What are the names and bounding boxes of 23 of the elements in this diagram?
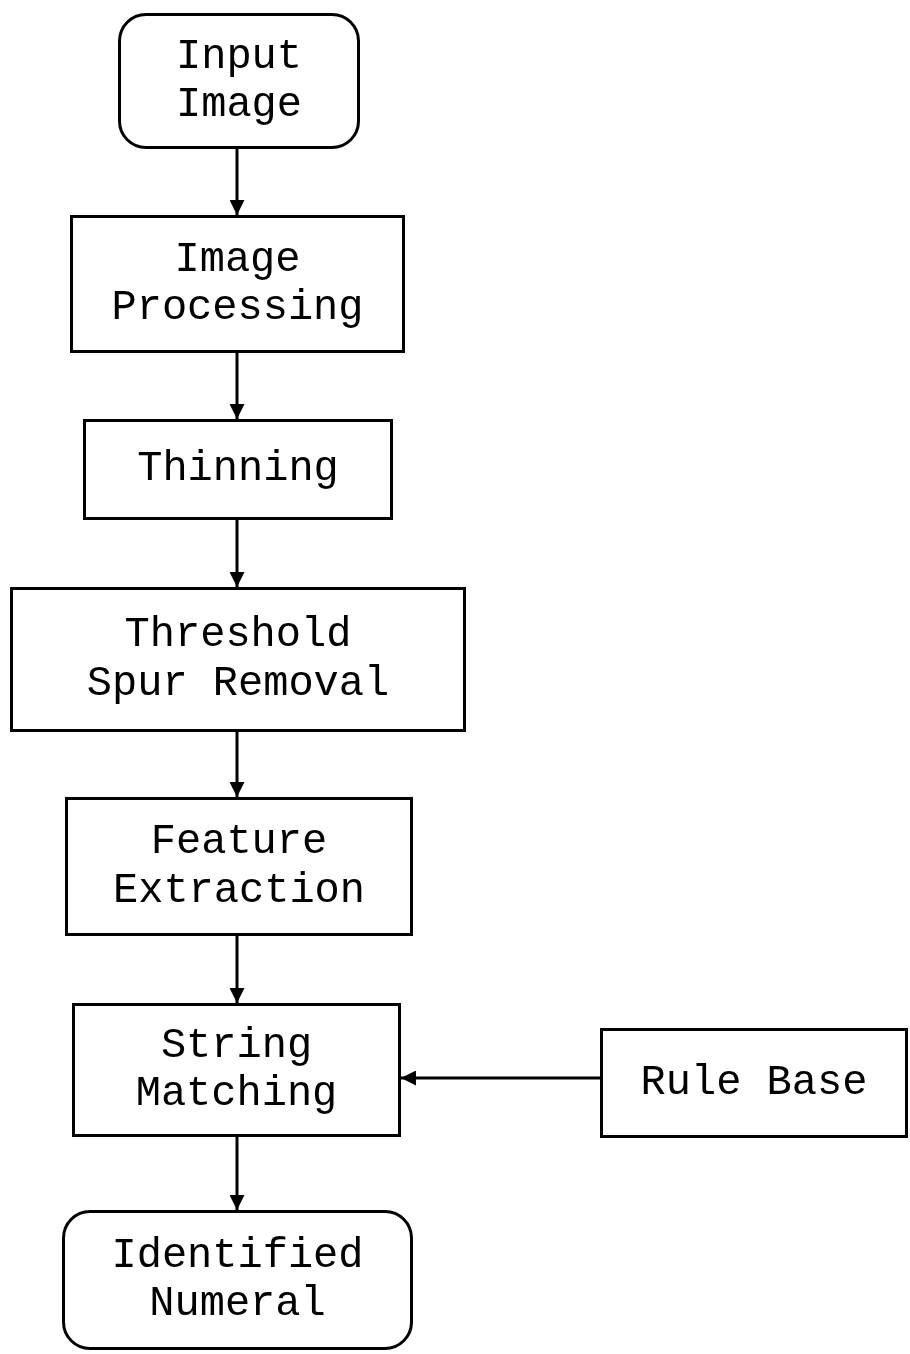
terminal-box: [62, 1210, 413, 1350]
terminal-box: [118, 13, 360, 149]
arrow: [229, 1137, 245, 1210]
process-box: [10, 587, 466, 732]
process-box: [70, 215, 405, 353]
arrow: [229, 520, 245, 587]
process-box: [600, 1028, 908, 1138]
arrow: [229, 936, 245, 1003]
node-label: Identified Numeral: [110, 1231, 365, 1329]
node-label: Input Image: [175, 32, 303, 130]
node-label: Thinning: [136, 445, 340, 494]
node-label: Image Processing: [110, 235, 365, 333]
arrow: [229, 732, 245, 797]
process-box: [72, 1003, 401, 1137]
node-label: Threshold Spur Removal: [85, 611, 391, 708]
arrow: [229, 353, 245, 419]
process-box: [65, 797, 413, 936]
node-label: Feature Extraction: [111, 818, 366, 915]
node-label: Rule Base: [639, 1058, 869, 1108]
process-box: [83, 419, 393, 520]
arrow: [401, 1070, 600, 1086]
arrow: [229, 149, 245, 215]
node-label: String Matching: [134, 1021, 339, 1119]
